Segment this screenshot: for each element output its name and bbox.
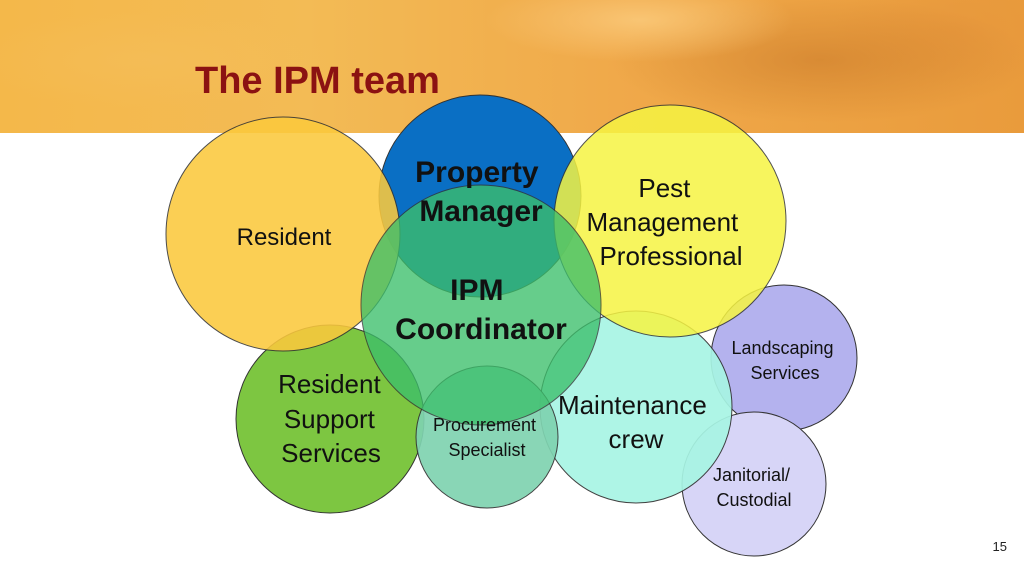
- maintenance-label-2: crew: [609, 424, 664, 454]
- landscaping-label-1: Landscaping: [731, 338, 833, 358]
- svg-text:Pest Management Profes: Pest Management Professional: [587, 173, 746, 271]
- pest-management-label-2: Management: [587, 207, 740, 237]
- procurement-label-1: Procurement: [433, 415, 536, 435]
- svg-text:Procurement Specialist: Procurement Specialist: [433, 415, 541, 460]
- ipm-coordinator-label-1: IPM: [450, 274, 503, 307]
- landscaping-label-2: Services: [750, 363, 819, 383]
- janitorial-label-2: Custodial: [716, 490, 791, 510]
- resident-support-label-1: Resident: [278, 369, 381, 399]
- slide-title: The IPM team: [195, 60, 440, 102]
- svg-text:IPM Coordinator: IPM Coordinator: [395, 274, 567, 346]
- resident-label: Resident: [237, 224, 332, 251]
- page-number: 15: [992, 539, 1007, 554]
- svg-text:Resident: Resident: [237, 224, 332, 251]
- ipm-coordinator-label-2: Coordinator: [395, 313, 567, 346]
- pest-management-label-1: Pest: [638, 173, 691, 203]
- property-manager-label-1: Property: [415, 156, 539, 189]
- svg-text:Landscaping Services: Landscaping Services: [731, 338, 838, 383]
- maintenance-label-1: Maintenance: [558, 390, 707, 420]
- svg-text:Janitorial/ Custodial: Janitorial/ Custodial: [713, 465, 795, 510]
- property-manager-label-2: Manager: [419, 195, 543, 228]
- pest-management-label-3: Professional: [599, 241, 742, 271]
- ipm-coordinator-circle: [360, 184, 602, 426]
- janitorial-label-1: Janitorial/: [713, 465, 790, 485]
- resident-support-label-2: Support: [284, 404, 376, 434]
- svg-text:Maintenance crew: Maintenance crew: [558, 390, 714, 454]
- svg-text:Resident Support Servi: Resident Support Services: [278, 369, 388, 468]
- procurement-label-2: Specialist: [448, 440, 525, 460]
- svg-text:Property Manager: Property Manager: [415, 156, 547, 228]
- resident-support-label-3: Services: [281, 438, 381, 468]
